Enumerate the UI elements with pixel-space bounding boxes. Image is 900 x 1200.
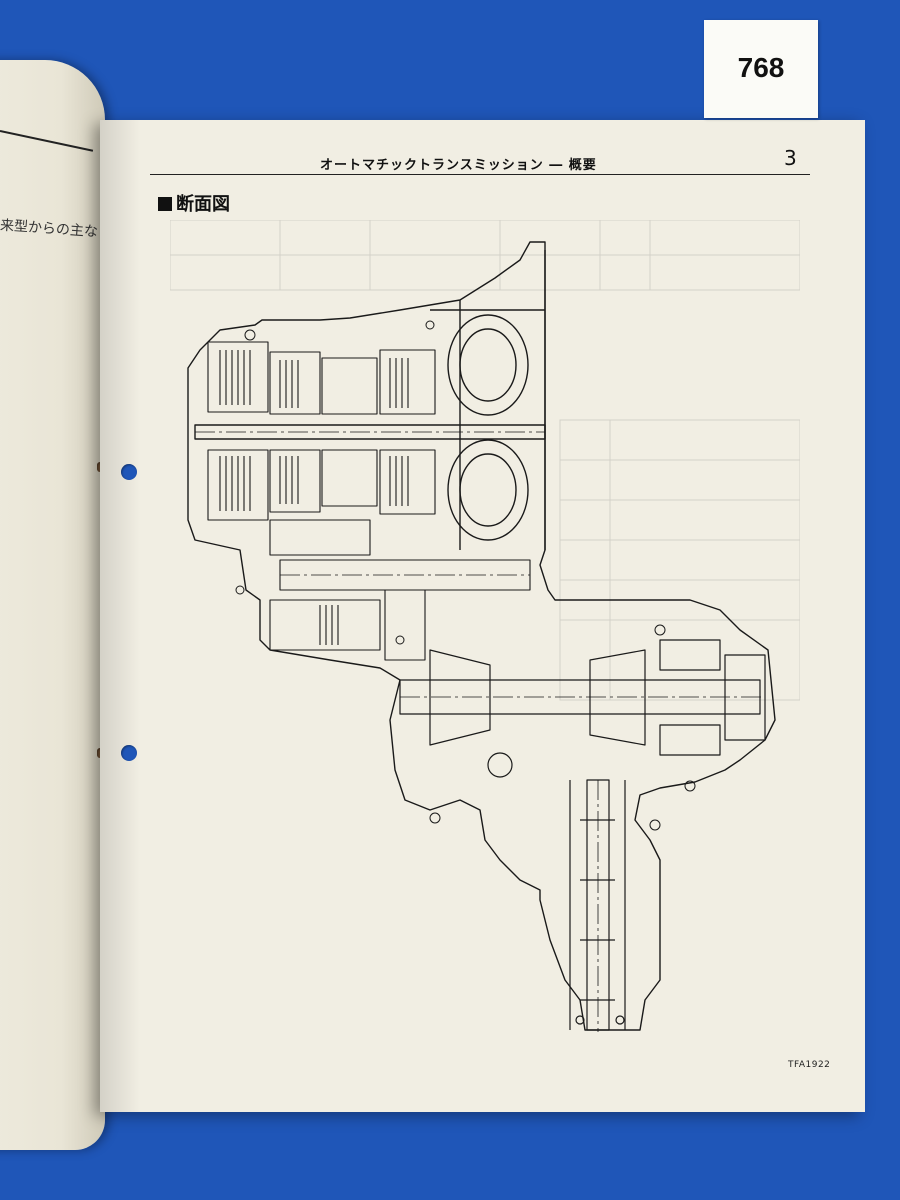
previous-page-header-rule (0, 130, 94, 152)
previous-page: 来型からの主な (0, 60, 105, 1150)
header-title: オートマチックトランスミッション ― 概要 (320, 158, 597, 173)
manual-page: オートマチックトランスミッション ― 概要 3 断面図 (100, 120, 865, 1112)
clutch-packs-lower (207, 449, 436, 521)
square-bullet-icon (158, 197, 172, 211)
binding-shadow (100, 120, 140, 1112)
housing-outline (187, 241, 776, 1031)
previous-page-text-snippet: 来型からの主な (0, 217, 99, 241)
torque-converter (447, 314, 529, 416)
page-number: 3 (784, 146, 797, 170)
differential (399, 639, 766, 778)
clutch-packs-upper (207, 341, 436, 415)
lot-number: 768 (737, 52, 785, 83)
lot-number-tag: 768 (704, 20, 818, 118)
binder-hole (121, 745, 137, 761)
bolts (235, 320, 696, 831)
transmission-cross-section-drawing (187, 241, 776, 1032)
output-extension (569, 779, 626, 1032)
figure-code: TFA1922 (788, 1060, 831, 1070)
section-heading-label: 断面図 (176, 194, 230, 215)
header-rule (150, 174, 810, 175)
transfer-gear-train (269, 519, 531, 661)
binder-hole (121, 464, 137, 480)
bleed-through-table (170, 220, 800, 701)
bell-housing (430, 250, 546, 550)
section-heading: 断面図 (158, 190, 230, 216)
